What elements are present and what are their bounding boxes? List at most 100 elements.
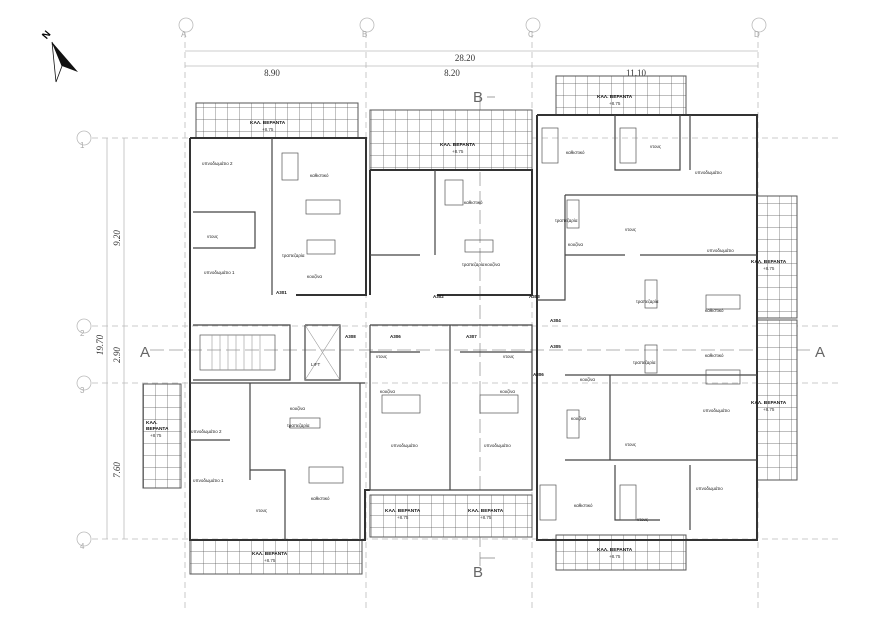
room-label: υπνοδωμάτιο 1: [204, 269, 235, 275]
room-label: καθιστικό: [310, 172, 329, 178]
grid-bubble: [178, 17, 194, 33]
door-tag: A303: [529, 294, 540, 299]
elevation-label: +8.75: [609, 554, 621, 559]
door-tag: A306: [533, 372, 544, 377]
balcony-label: ΚΑΛ. ΒΕΡΑΝΤΑ: [385, 508, 421, 514]
elevation-label: +8.75: [763, 407, 775, 412]
balcony-label: ΒΕΡΑΝΤΑ: [146, 426, 169, 432]
grid-row-label: 3: [80, 386, 85, 395]
grid-column-label: A: [181, 30, 187, 39]
room-label: υπνοδωμάτιο: [695, 169, 722, 175]
door-tag: A305: [550, 344, 561, 349]
grid-bubble: [76, 318, 92, 334]
grid-bubble: [76, 375, 92, 391]
elevation-label: +8.75: [480, 515, 492, 520]
room-label: τραπεζαρία: [633, 360, 656, 365]
stair: LIFT: [199, 324, 341, 381]
elevation-label: +8.75: [262, 127, 274, 132]
grid-column-label: D: [754, 30, 760, 39]
room-label: υπνοδωμάτιο: [391, 442, 418, 448]
balcony-label: ΚΑΛ. ΒΕΡΑΝΤΑ: [751, 400, 787, 406]
north-arrow-icon: N: [40, 29, 78, 83]
grid-bubble: [76, 130, 92, 146]
elevation-label: +8.75: [452, 149, 464, 154]
section-a-left: A: [140, 344, 150, 361]
elevation-label: +8.75: [763, 266, 775, 271]
grid-bubble: [76, 531, 92, 547]
room-label: υπνοδωμάτιο: [703, 407, 730, 413]
grid-row-label: 2: [80, 329, 85, 338]
room-label: ντους: [650, 144, 662, 149]
grid-bubble: [359, 17, 375, 33]
grid-row-label: 1: [80, 141, 85, 150]
grid-row-label: 4: [80, 542, 85, 551]
dim-span-1-2: 9.20: [112, 230, 122, 246]
dim-overall-depth: 19.70: [95, 334, 105, 355]
elevation-label: +8.75: [264, 558, 276, 563]
room-label: κουζίνα: [580, 377, 595, 382]
section-b-top: B: [473, 89, 483, 106]
room-label: υπνοδωμάτιο 2: [191, 428, 222, 434]
section-a-right: A: [815, 344, 825, 361]
grid-bubble: [525, 17, 541, 33]
door-tag: A304: [550, 318, 561, 323]
door-tag: A307: [466, 334, 477, 339]
balcony-label: ΚΑΛ.: [146, 420, 157, 426]
dim-span-3-4: 7.60: [112, 462, 122, 478]
room-label: καθιστικό: [705, 307, 724, 313]
balcony-label: ΚΑΛ. ΒΕΡΑΝΤΑ: [597, 547, 633, 553]
dimensions: 28.20 8.90 8.20 11.10 19.70 9.20 2.90 7.…: [95, 50, 758, 539]
balcony-label: ΚΑΛ. ΒΕΡΑΝΤΑ: [440, 142, 476, 148]
room-label: υπνοδωμάτιο: [707, 247, 734, 253]
section-markers: B B A A: [140, 89, 825, 581]
room-label: υπνοδωμάτιο 1: [193, 477, 224, 483]
balcony-label: ΚΑΛ. ΒΕΡΑΝΤΑ: [250, 120, 286, 126]
room-label: υπνοδωμάτιο: [696, 485, 723, 491]
room-label: ντους: [625, 442, 637, 447]
room-label: υπνοδωμάτιο: [484, 442, 511, 448]
room-label: καθιστικό: [574, 502, 593, 508]
room-label: καθιστικό: [311, 495, 330, 501]
dim-bay-bc: 8.20: [444, 68, 460, 78]
grid-bubble: [751, 17, 767, 33]
furniture: [281, 127, 741, 521]
section-b-bottom: B: [473, 564, 483, 581]
elevation-label: +8.75: [609, 101, 621, 106]
grid-column-label: C: [528, 30, 534, 39]
grid-column-label: B: [362, 30, 367, 39]
door-tag: A302: [433, 294, 444, 299]
room-label: υπνοδωμάτιο 2: [202, 160, 233, 166]
dim-bay-cd: 11.10: [626, 68, 646, 78]
balcony-label: ΚΑΛ. ΒΕΡΑΝΤΑ: [252, 551, 288, 557]
dim-bay-ab: 8.90: [264, 68, 280, 78]
room-label: κουζίνα: [380, 389, 395, 394]
room-label: ντους: [256, 508, 268, 513]
room-label: τραπεζαρία: [636, 299, 659, 304]
door-tag: A306: [390, 334, 401, 339]
room-label: ντους: [625, 227, 637, 232]
door-tag: A301: [276, 290, 287, 295]
room-label: κουζίνα: [571, 416, 586, 421]
balcony-label: ΚΑΛ. ΒΕΡΑΝΤΑ: [751, 259, 787, 265]
balcony-label: ΚΑΛ. ΒΕΡΑΝΤΑ: [468, 508, 504, 514]
lift-label: LIFT: [311, 362, 321, 367]
north-label: N: [40, 29, 53, 42]
room-label: ντους: [207, 234, 219, 239]
room-label: τραπεζαρία: [555, 218, 578, 223]
balconies: [142, 75, 798, 575]
dim-overall-width: 28.20: [455, 53, 476, 63]
walls: [189, 114, 758, 541]
room-label: καθιστικό: [566, 149, 585, 155]
room-label: τραπεζαρία: [287, 423, 310, 428]
elevation-label: +8.75: [150, 433, 162, 438]
room-label: ντους: [376, 354, 388, 359]
room-label: καθιστικό: [464, 199, 483, 205]
room-label: τραπεζαρία: [282, 253, 305, 258]
balcony-label: ΚΑΛ. ΒΕΡΑΝΤΑ: [597, 94, 633, 100]
room-label: κουζίνα: [500, 389, 515, 394]
room-label: καθιστικό: [705, 352, 724, 358]
room-label: κουζίνα: [290, 406, 305, 411]
room-label: ντους: [503, 354, 515, 359]
room-label: κουζίνα: [485, 262, 500, 267]
